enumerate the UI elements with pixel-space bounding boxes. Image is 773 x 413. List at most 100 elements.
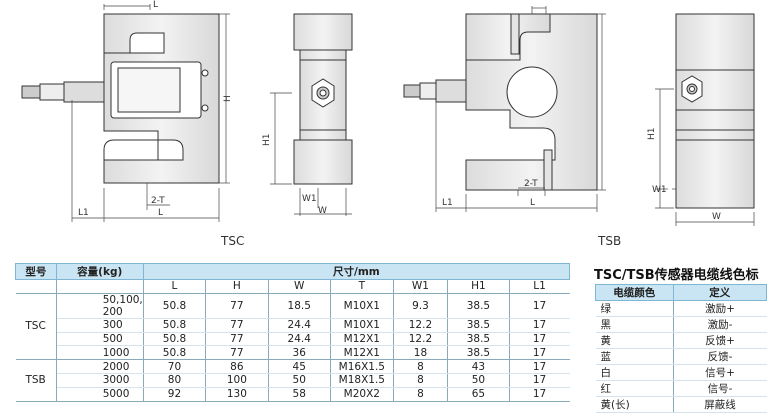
tsb-side-dims: [655, 88, 755, 226]
dimension-cell: M10X1: [330, 318, 394, 333]
model-cell: TSB: [15, 359, 57, 402]
dimension-cell: 38.5: [447, 318, 510, 333]
dimension-cell: 8: [393, 359, 449, 374]
color-row: 黄(长)屏蔽线: [595, 396, 767, 413]
cable-color-cell: 黑: [595, 316, 674, 333]
dimension-cell: M20X2: [330, 387, 394, 402]
dim-label-top: L: [153, 0, 158, 10]
definition-cell: 屏蔽线: [673, 396, 767, 413]
tsb-side-view: [675, 13, 755, 209]
color-row: 蓝反馈-: [595, 348, 767, 365]
capacity-cell: 3000: [56, 373, 144, 388]
subheader-h: H: [205, 279, 269, 294]
dimension-cell: 50.8: [143, 318, 207, 333]
dimension-cell: 17: [509, 318, 570, 333]
dimension-cell: 12.2: [393, 332, 449, 347]
tsb-dim-label-2t: 2-T: [524, 179, 538, 189]
dimension-cell: 50: [268, 373, 331, 388]
definition-cell: 激励-: [673, 316, 767, 333]
dimension-cell: 24.4: [268, 318, 331, 333]
dimension-cell: 38.5: [447, 332, 510, 347]
tsb-front-view: [403, 13, 598, 191]
capacity-cell: 500: [56, 332, 144, 347]
definition-cell: 反馈-: [673, 348, 767, 365]
subheader-w: W: [268, 279, 331, 294]
dimension-cell: 12.2: [393, 318, 449, 333]
tsc-front-dims: [71, 4, 230, 222]
dimension-cell: 92: [143, 387, 207, 402]
color-row: 绿激励+: [595, 300, 767, 317]
dimension-cell: 18: [393, 345, 449, 361]
dimension-cell: 17: [509, 345, 570, 361]
dimension-cell: 50.8: [143, 293, 207, 319]
dim-label-h: H: [223, 95, 233, 102]
dimension-cell: 17: [509, 293, 570, 319]
capacity-cell: 50,100, 200: [56, 293, 144, 319]
dimension-cell: M16X1.5: [330, 359, 394, 374]
color-table-title: TSC/TSB传感器电缆线色标: [594, 268, 759, 283]
dimension-cell: M12X1: [330, 332, 394, 347]
subheader-l1: L1: [509, 279, 570, 294]
dim-label-2t: 2-T: [151, 196, 165, 206]
dimension-cell: 9.3: [393, 293, 449, 319]
dimension-cell: 70: [143, 359, 207, 374]
dimension-cell: 17: [509, 359, 570, 374]
tsb-dim-label-w1: W1: [652, 185, 667, 195]
dimension-cell: 17: [509, 373, 570, 388]
model-cell: TSC: [15, 293, 57, 361]
dimension-cell: M10X1: [330, 293, 394, 319]
header-model: 型号: [15, 263, 57, 280]
subheader-w1: W1: [393, 279, 449, 294]
dimension-cell: M18X1.5: [330, 373, 394, 388]
tsc-caption: TSC: [221, 234, 245, 248]
cable-color-cell: 黄: [595, 332, 674, 349]
dimension-cell: 45: [268, 359, 331, 374]
cable-color-cell: 红: [595, 380, 674, 397]
dimension-cell: 65: [447, 387, 510, 402]
dim-label-w: W: [318, 206, 327, 216]
dimension-cell: 77: [205, 293, 269, 319]
cable-color-cell: 蓝: [595, 348, 674, 365]
subheader-t: T: [330, 279, 394, 294]
dimension-cell: 43: [447, 359, 510, 374]
definition-cell: 信号-: [673, 380, 767, 397]
color-row: 黄反馈+: [595, 332, 767, 349]
header-dims: 尺寸/mm: [142, 263, 571, 280]
dimension-cell: 17: [509, 387, 570, 402]
color-row: 白信号+: [595, 364, 767, 381]
definition-cell: 信号+: [673, 364, 767, 381]
color-row: 红信号-: [595, 380, 767, 397]
dimension-cell: 36: [268, 345, 331, 361]
dim-label-h1: H1: [262, 134, 272, 147]
dimension-cell: 18.5: [268, 293, 331, 319]
tsb-caption: TSB: [598, 234, 622, 248]
dim-label-w1: W1: [302, 194, 317, 204]
cable-color-cell: 绿: [595, 300, 674, 317]
subheader-h1: H1: [447, 279, 510, 294]
tsb-dim-label-h1: H1: [647, 128, 657, 141]
tsc-side-dims: [270, 92, 352, 216]
subheader-l: L: [143, 279, 207, 294]
cable-color-cell: 白: [595, 364, 674, 381]
dimension-cell: 58: [268, 387, 331, 402]
color-header-color: 电缆颜色: [595, 284, 674, 301]
dimension-cell: 77: [205, 345, 269, 361]
definition-cell: 激励+: [673, 300, 767, 317]
capacity-cell: 5000: [56, 387, 144, 402]
color-table: 电缆颜色 定义 绿激励+黑激励-黄反馈+蓝反馈-白信号+红信号-黄(长)屏蔽线: [595, 284, 768, 413]
dimension-cell: 8: [393, 373, 449, 388]
tsb-dim-label-l: L: [530, 198, 535, 208]
dimension-cell: 50: [447, 373, 510, 388]
tsc-side-view: [293, 13, 353, 185]
dimension-cell: 77: [205, 332, 269, 347]
tsc-front-view: [21, 13, 220, 184]
dim-label-l: L: [158, 208, 163, 218]
dimension-cell: 77: [205, 318, 269, 333]
capacity-cell: 2000: [56, 359, 144, 374]
